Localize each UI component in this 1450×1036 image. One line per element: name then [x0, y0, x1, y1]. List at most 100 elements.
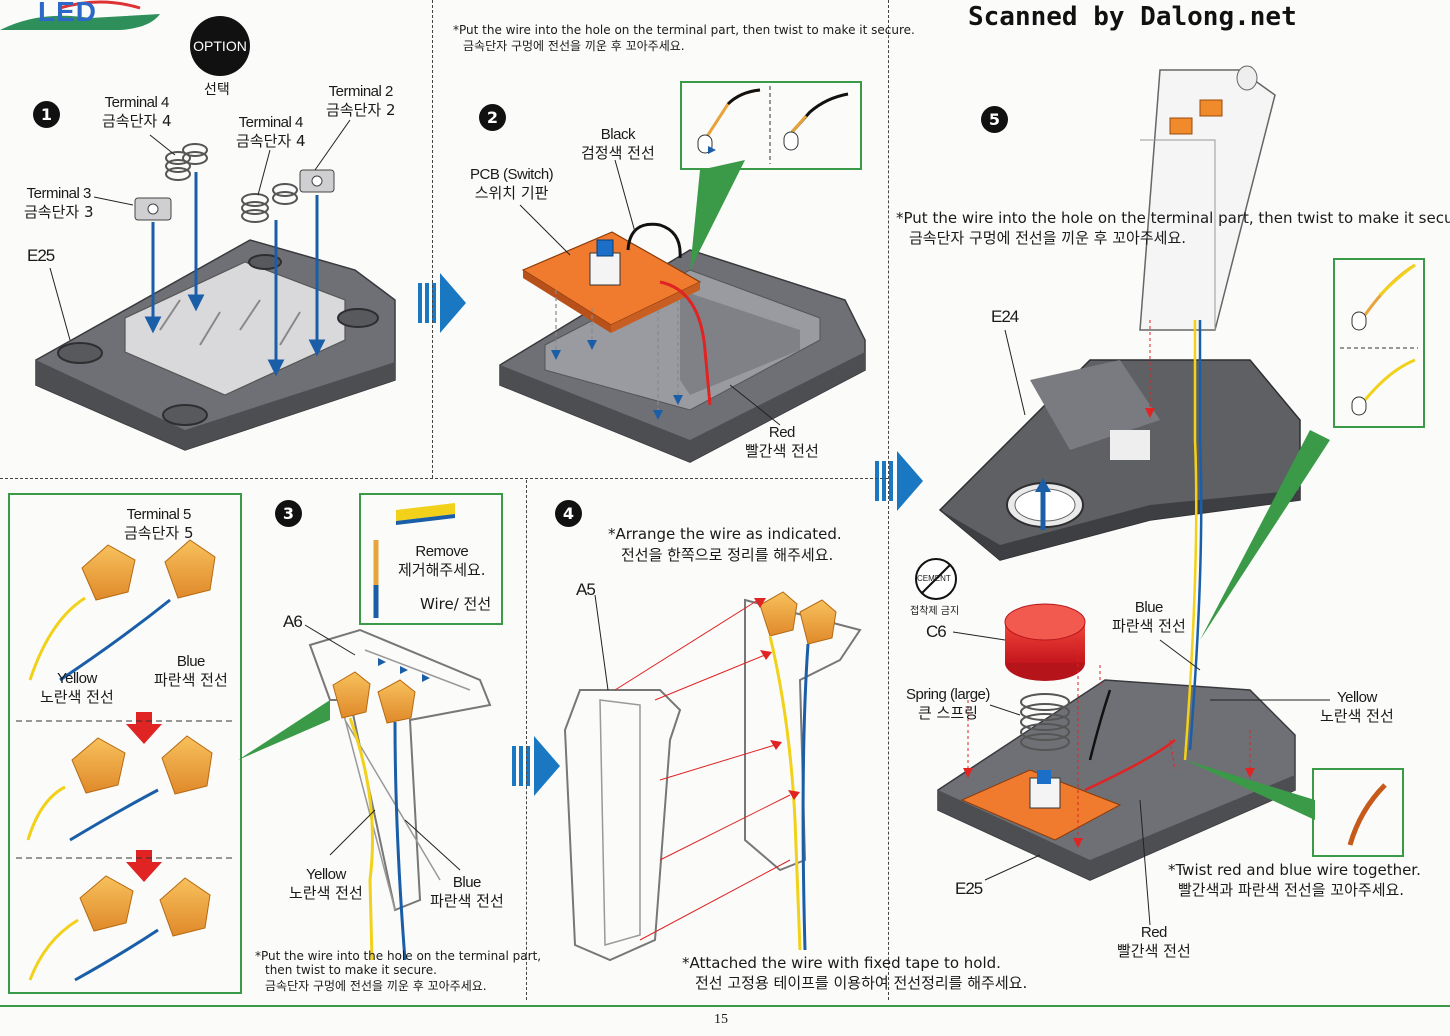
step5-leaders: [952, 329, 1330, 926]
step4-note-ko: 전선을 한쪽으로 정리를 해주세요.: [621, 546, 834, 564]
label-en: Blue: [1134, 599, 1164, 616]
logo-graphic: [0, 0, 160, 30]
label-ko: 금속단자 2: [326, 101, 396, 119]
step3-detail-panel: [8, 493, 242, 994]
step4-frame-a5: [563, 591, 862, 962]
step1-leaders: [49, 119, 351, 341]
step3-note-ko: 금속단자 구멍에 전선을 끼운 후 꼬아주세요.: [265, 979, 487, 993]
step5-detail-callout-bottom: [1312, 768, 1404, 857]
label-terminal5: Terminal 5 금속단자 5: [124, 505, 194, 543]
step3-callout-beam: [238, 700, 330, 760]
step3-note-en-1: *Put the wire into the hole on the termi…: [255, 949, 542, 963]
step3-note-en-2: then twist to make it secure.: [265, 963, 437, 977]
logo: LED: [38, 0, 97, 27]
step4-bottom-note-ko: 전선 고정용 테이프를 이용하여 전선정리를 해주세요.: [695, 974, 1028, 992]
part-id-e25-step1: E25: [27, 246, 55, 265]
label-en: Blue: [176, 653, 206, 670]
divider-v3: [526, 480, 527, 1000]
step3-remove-art: [373, 503, 455, 618]
label-en: Terminal 4: [104, 94, 170, 111]
step-number-2: 2: [479, 104, 506, 131]
label-en: Yellow: [1336, 689, 1377, 706]
label-en: Terminal 5: [126, 506, 192, 523]
label-terminal2: Terminal 2 금속단자 2: [326, 82, 396, 120]
label-ko: 금속단자 3: [24, 203, 94, 221]
step5-callout-art: [1340, 263, 1418, 846]
flow-arrow-1: [418, 273, 466, 333]
option-badge: OPTION: [190, 16, 250, 76]
label-ko: 파란색 전선: [1112, 617, 1186, 635]
step2-leaders: [519, 159, 781, 426]
label-ko: 스위치 기판: [474, 184, 549, 202]
cement-sign-text: CEMENT: [917, 574, 951, 583]
part-id-e25-step5: E25: [955, 879, 983, 898]
label-en: Remove: [415, 543, 469, 560]
step3-frame-a6: [308, 628, 492, 961]
label-black-wire: Black 검정색 전선: [581, 125, 655, 163]
step4-guide-lines: [614, 599, 791, 941]
option-korean: 선택: [204, 82, 230, 98]
label-yellow-wire-frame: Yellow 노란색 전선: [289, 865, 363, 903]
step1-base-e25: [35, 239, 396, 451]
cement-sign-korean: 접착제 금지: [910, 606, 960, 617]
label-blue-wire-frame: Blue 파란색 전선: [430, 873, 504, 911]
step5-lens-arm: [1139, 65, 1276, 331]
step2-callout-beam: [690, 160, 745, 270]
label-ko: 금속단자 5: [124, 524, 194, 542]
step2-callout-art: [697, 86, 849, 164]
label-en: Red: [768, 424, 796, 441]
step2-pcb: [521, 231, 702, 333]
label-ko: 금속단자 4: [102, 112, 172, 130]
flow-arrow-3: [512, 736, 560, 796]
step2-pin-arrows: [551, 340, 683, 420]
step-number-3: 3: [275, 500, 302, 527]
step2-note-en: *Put the wire into the hole on the termi…: [453, 23, 915, 37]
step5-e24-body: [938, 359, 1301, 561]
step5-cement-sign: [915, 558, 957, 600]
label-ko: 파란색 전선: [430, 892, 504, 910]
step3-dividers: [16, 720, 236, 859]
step5-spring: [1020, 693, 1070, 751]
step5-arrows: [963, 320, 1255, 848]
label-ko: 노란색 전선: [40, 688, 114, 706]
label-ko: 노란색 전선: [289, 884, 363, 902]
step5-twist-note-en: *Twist red and blue wire together.: [1168, 861, 1421, 879]
label-ko: 빨간색 전선: [1117, 942, 1191, 960]
label-red-wire-step2: Red 빨간색 전선: [745, 423, 819, 461]
step4-red-arrowheads: [754, 598, 800, 800]
step4-note-en: *Arrange the wire as indicated.: [608, 525, 842, 543]
page-number: 15: [714, 1012, 728, 1027]
step5-note-en: *Put the wire into the hole on the termi…: [896, 209, 1450, 227]
part-id-c6: C6: [926, 622, 947, 641]
step5-detail-callout-top: [1333, 258, 1425, 428]
part-id-e24: E24: [991, 307, 1019, 326]
step5-twist-note-ko: 빨간색과 파란색 전선을 꼬아주세요.: [1178, 881, 1405, 899]
label-yellow-wire-step5: Yellow 노란색 전선: [1320, 688, 1394, 726]
label-ko: 파란색 전선: [154, 671, 228, 689]
step1-springs: [134, 143, 335, 223]
step2-base: [499, 249, 866, 463]
step3-red-arrows: [126, 712, 162, 882]
step2-detail-callout: [680, 81, 862, 170]
step2-dashed-pins: [555, 290, 679, 415]
label-wire: Wire/ 전선: [420, 595, 492, 613]
step-number-4: 4: [555, 500, 582, 527]
label-terminal4-right: Terminal 4 금속단자 4: [236, 113, 306, 151]
label-terminal3: Terminal 3 금속단자 3: [24, 184, 94, 222]
label-spring-large: Spring (large) 큰 스프링: [906, 685, 990, 723]
step5-wires: [1084, 320, 1203, 792]
label-en: Blue: [452, 874, 482, 891]
label-en: PCB (Switch): [470, 166, 554, 183]
flow-arrow-2: [875, 451, 923, 511]
step-number-5: 5: [981, 106, 1008, 133]
step4-leader: [594, 594, 609, 691]
divider-v2: [888, 0, 889, 1000]
step5-callout-beam-bottom: [1185, 760, 1315, 820]
remove-callout: [359, 493, 503, 625]
step5-red-cap: [1004, 603, 1086, 681]
label-ko: 제거해주세요.: [398, 561, 486, 579]
label-en: Terminal 4: [238, 114, 304, 131]
label-en: Terminal 2: [328, 83, 394, 100]
label-pcb-switch: PCB (Switch) 스위치 기판: [470, 165, 554, 203]
label-yellow-wire-panel: Yellow 노란색 전선: [40, 669, 114, 707]
